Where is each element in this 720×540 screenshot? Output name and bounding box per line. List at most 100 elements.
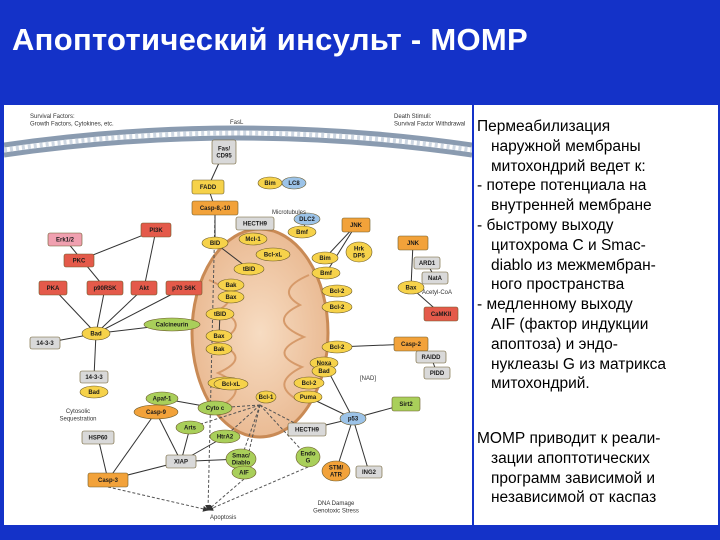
node-lc8: LC8 [281,176,307,190]
node-label: Bax [405,286,417,292]
label-death-stimuli: Death Stimuli: [394,114,432,120]
node-bim-mid: Bim [311,251,339,265]
apoptosis-arrow [207,466,309,511]
release-line [259,404,309,458]
node-label: CD95 [216,154,232,160]
node-bad-low: Bad [79,385,109,399]
text-line: зации апоптотических [491,449,650,467]
text-line: апоптоза) и эндо- [491,335,618,353]
label-acetyl-coa: Acetyl-CoA [422,290,452,296]
node-label: LC8 [288,181,300,187]
node-label: Bak [225,283,237,289]
node-label: Bim [264,181,275,187]
node-smac: Smac/Diablo [225,448,257,470]
node-bad-mid: Bad [311,364,337,378]
explanation-panel: Пермеабилизация наружной мембраны митохонд… [474,105,718,525]
text-line: - потере потенциала на [477,177,647,195]
text-line: внутренней мембране [491,197,652,215]
release-line [224,404,261,437]
pathway-arrow [325,224,357,274]
paragraph-momp-programs: МОМР приводит к реали-зации апоптотическ… [477,429,717,508]
node-calcineurin: Calcineurin [143,317,201,332]
pathway-arrow [142,229,157,289]
pathway-arrow [351,417,370,473]
slide-title: Апоптотический инсульт - МОМР [12,22,529,57]
node-label: p90RSK [93,286,117,292]
label-nad: [NAD] [360,376,376,382]
paragraph-momp-consequences: Пермеабилизация наружной мембраны митохонд… [477,117,717,394]
node-bcl2-c: Bcl-2 [321,340,353,354]
node-bax-a: Bax [217,290,245,304]
label-apoptosis: Apoptosis [210,515,236,521]
node-pidd: PIDD [423,366,451,380]
node-label: Bcl-2 [330,305,345,311]
label-death-stimuli: Survival Factor Withdrawal [394,122,465,128]
node-arid1: ARD1 [413,256,441,270]
node-label: Erk1/2 [56,238,75,244]
label-microtubules: Microtubules [272,210,306,216]
node-label: Bmf [296,230,309,236]
label-cytosolic-sequestration: Sequestration [59,417,96,423]
node-label: Bad [88,390,100,396]
pathway-arrow [91,333,98,378]
node-label: Smac/ [232,454,250,460]
apoptosis-arrow [205,214,216,511]
node-label: Arts [184,426,197,432]
node-fas: Fas/CD95 [211,139,237,165]
node-tbid-b: tBID [205,307,235,321]
node-label: HECTH9 [243,222,268,228]
pathway-arrow [95,287,185,334]
node-p53: p53 [339,411,367,426]
node-label: Casp-2 [401,342,422,348]
cell-membrane [4,125,472,158]
node-xiap: XIAP [165,454,197,469]
node-bclxl-bot: Bcl-xL [213,377,249,391]
pathway-arrow [52,287,97,335]
text-line: наружной мембраны [491,137,641,155]
node-hsp60: HSP60 [81,430,115,445]
node-label: HSP60 [88,436,108,442]
node-bmf-top: Bmf [287,225,317,239]
pathway-arrow [155,411,182,462]
node-label: RAIDD [422,355,442,361]
node-puma: Puma [293,390,323,404]
node-label: Casp-9 [146,410,167,416]
node-label: CaMKII [431,312,452,318]
pathway-arrow [94,287,106,335]
node-bclxl-top: Bcl-xL [255,247,291,262]
node-label: Casp-3 [98,478,119,484]
node-raidd: RAIDD [415,350,447,364]
node-label: Apaf-1 [153,397,172,403]
node-label: PI3K [149,228,163,234]
node-erk: Erk1/2 [47,232,83,247]
apoptosis-arrow [207,478,245,511]
node-hecth9-bot: HECTH9 [287,422,327,437]
node-label: Puma [300,395,317,401]
node-label: AIF [239,471,249,477]
node-label: 14-3-3 [85,375,103,381]
text-line: нуклеазы G из матрикса [491,355,667,373]
node-label: Akt [139,286,149,292]
node-label: Bax [213,334,225,340]
node-nat: NatA [421,271,449,285]
node-label: Bcl-1 [259,395,274,401]
node-bak-b: Bak [205,342,233,356]
node-label: p70 S6K [172,286,196,292]
text-line: Пермеабилизация [477,118,611,135]
label-cytosolic-sequestration: Cytosolic [66,409,90,415]
text-line: митохондрий. [491,375,590,393]
node-jnk-right: JNK [397,235,429,251]
node-bad-left: Bad [81,326,111,341]
node-bax-b: Bax [205,329,233,343]
node-jnk-top: JNK [341,217,371,233]
node-pka: PKA [38,280,68,296]
node-casp9: Casp-9 [133,404,179,420]
node-casp810: Casp-8,-10 [191,200,239,216]
node-label: Calcineurin [156,323,189,329]
node-bcl2-a: Bcl-2 [321,284,353,298]
node-label: PKC [73,259,86,265]
node-label: Bak [213,347,225,353]
node-p70s6k: p70 S6K [165,280,203,296]
